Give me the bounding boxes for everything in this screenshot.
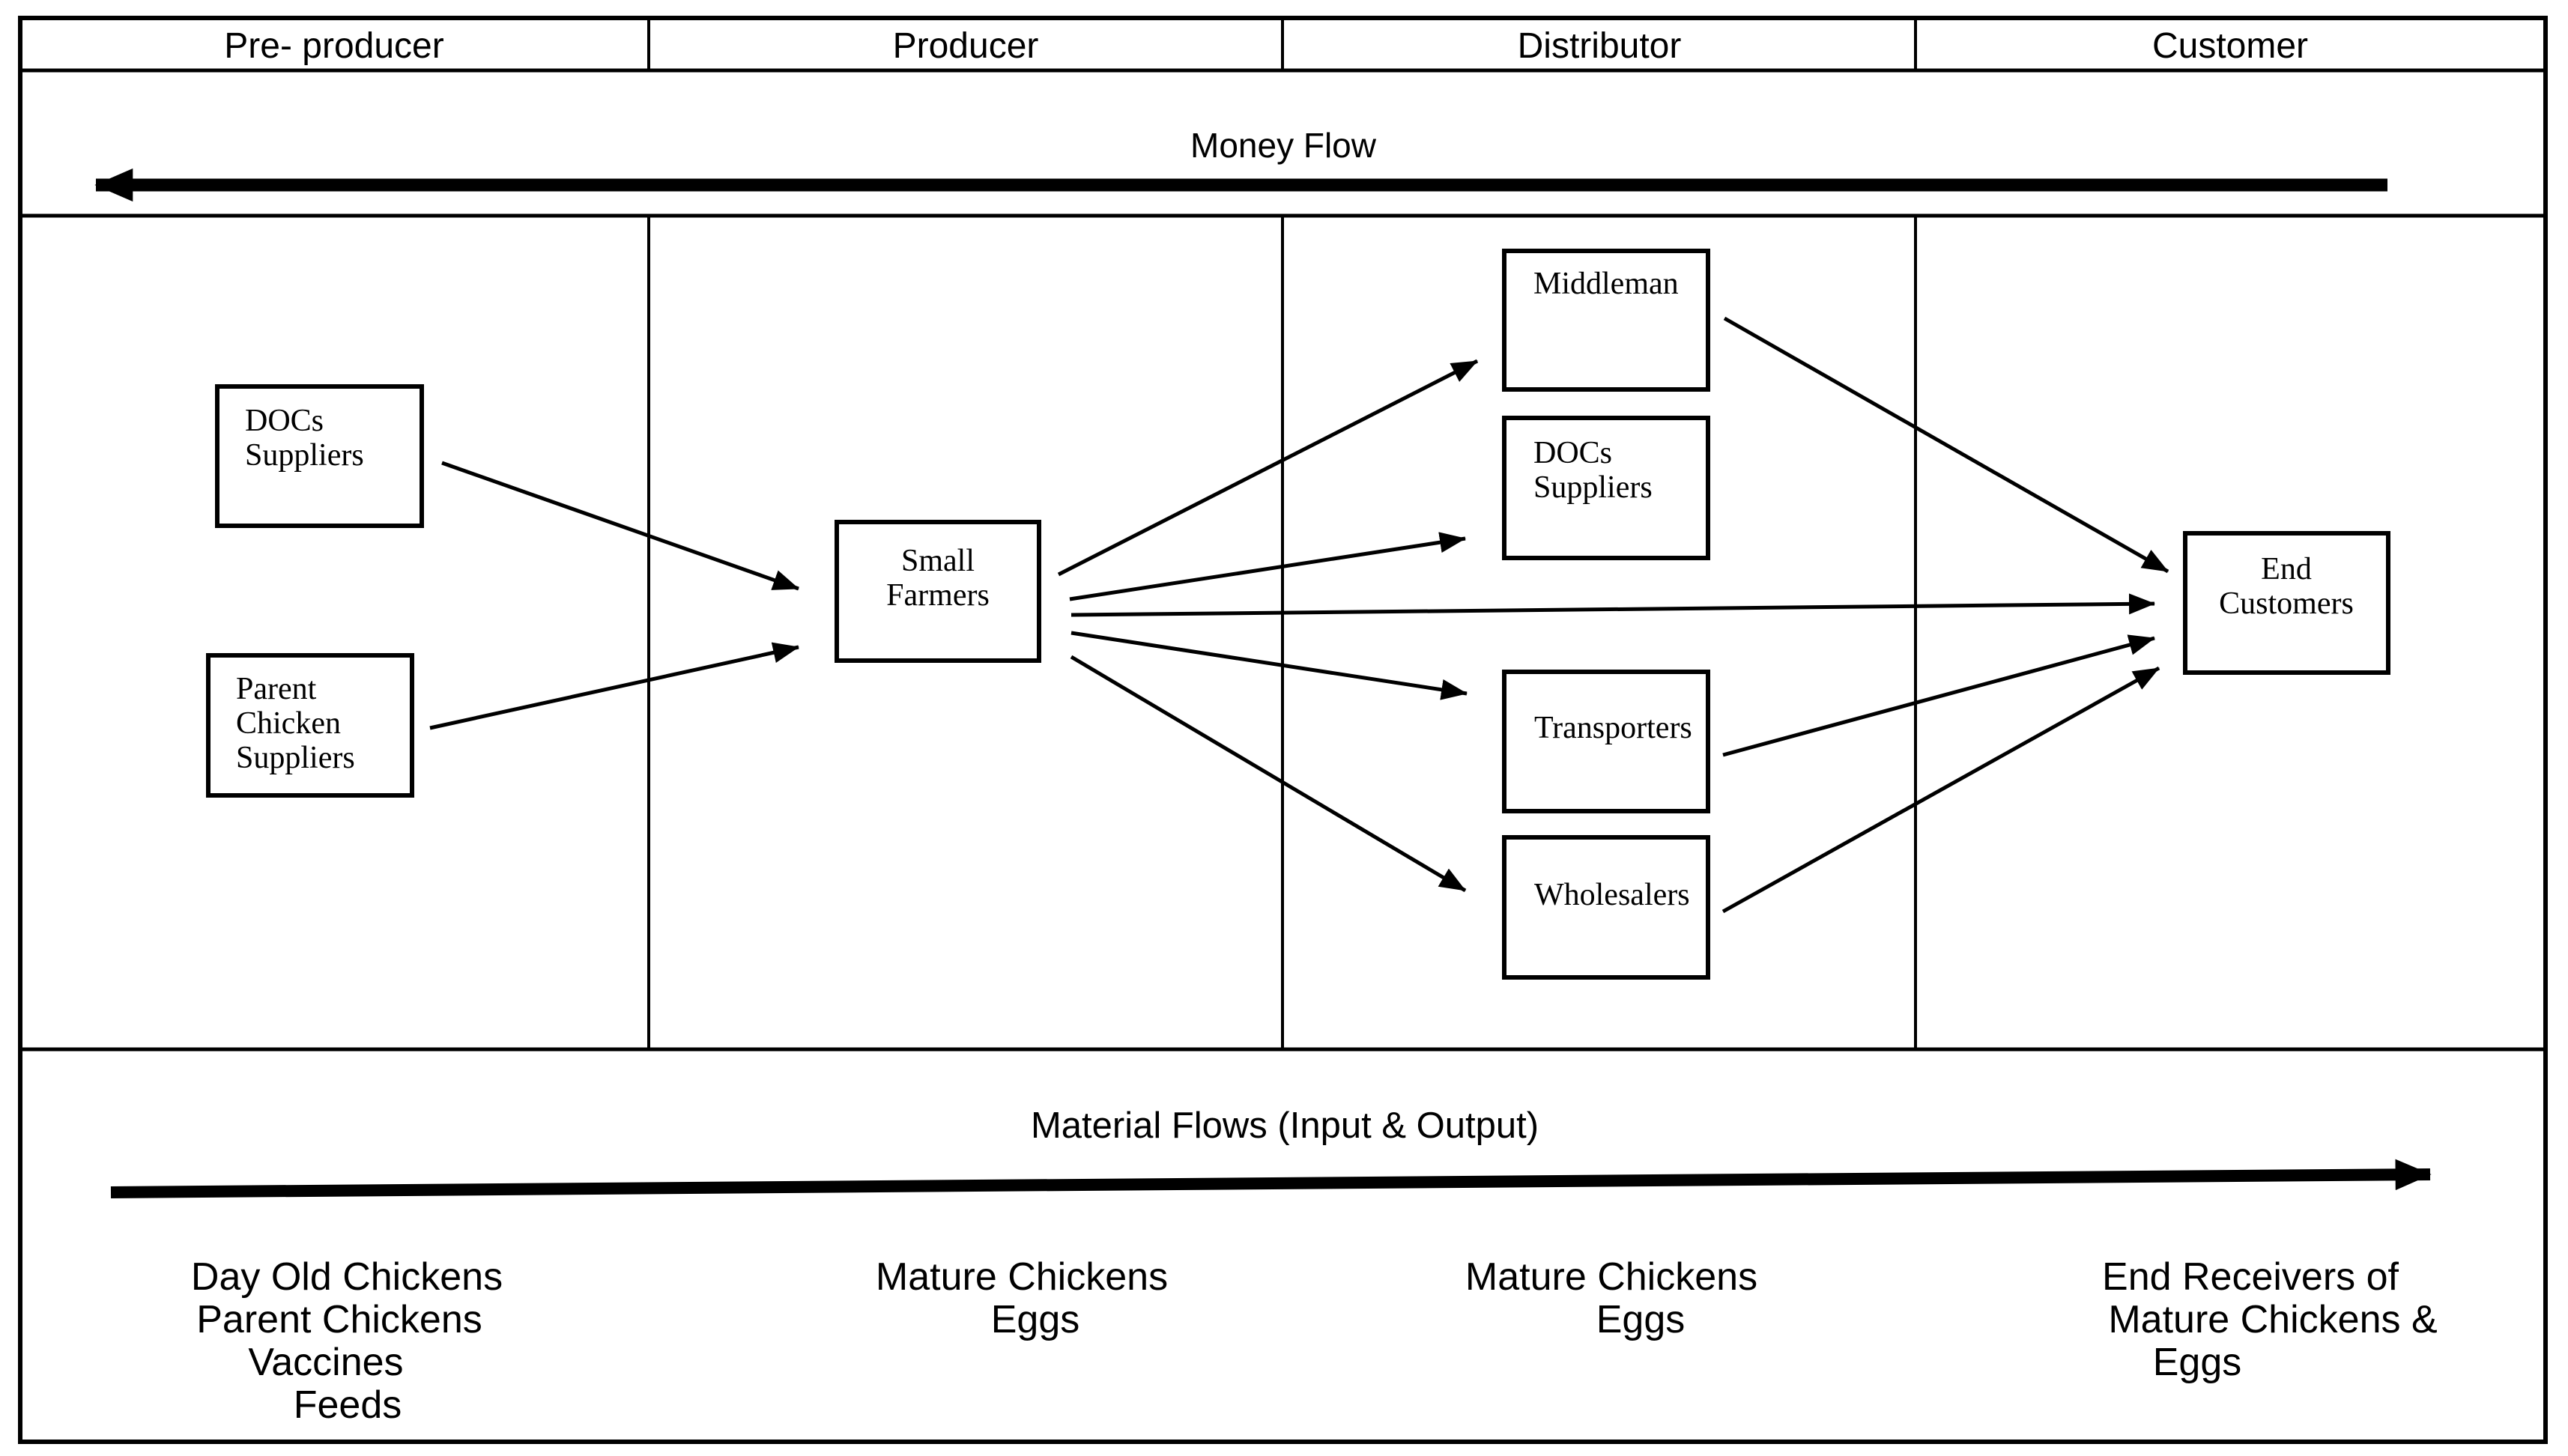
node-label-line: Small [901,544,975,578]
material-flow-arrow [110,1159,2432,1198]
node-parent-chicken-suppliers-box [206,653,414,798]
edge-small-farmers-to-docs-suppliers-dist [1069,532,1466,601]
header-cell-distributor: Distributor [1518,26,1682,66]
bottom-label-line: End Receivers of [2102,1255,2399,1299]
money-flow-label: Money Flow [1190,126,1377,165]
bottom-labels-pre-producer: Day Old Chickens Parent Chickens Vaccine… [191,1255,503,1427]
node-label-line: Wholesalers [1534,878,1690,912]
node-small-farmers-box [835,520,1041,663]
node-middleman-box [1502,249,1710,392]
node-docs-suppliers-pre-box [215,384,424,528]
bottom-label-line: Day Old Chickens [191,1255,503,1299]
node-label-line: Suppliers [1533,470,1653,505]
bottom-label-line: Eggs [991,1298,1080,1341]
edge-wholesalers-to-end-customers [1721,666,2160,914]
edge-transporters-to-end-customers [1722,634,2155,757]
bottom-label-line: Mature Chickens [876,1255,1168,1299]
bottom-label-line: Vaccines [248,1341,403,1384]
bottom-label-line: Parent Chickens [196,1298,482,1341]
bottom-label-line: Feeds [294,1383,402,1427]
bottom-labels-producer: Mature Chickens Eggs [876,1255,1168,1341]
edge-docs-suppliers-pre-to-small-farmers [441,461,799,591]
bottom-label-line: Mature Chickens [1465,1255,1757,1299]
bottom-labels-distributor: Mature Chickens Eggs [1465,1255,1757,1341]
edge-parent-chicken-suppliers-to-small-farmers [429,642,799,730]
node-transporters: Transporters [1502,670,1710,813]
node-docs-suppliers-dist: DOCs Suppliers [1502,416,1710,560]
node-label-line: Suppliers [236,741,355,775]
header-cell-producer: Producer [893,26,1039,66]
header-cell-customer: Customer [2152,26,2308,66]
node-docs-suppliers-pre: DOCs Suppliers [215,384,424,528]
node-label-line: Transporters [1534,711,1692,745]
money-flow-band: Money Flow [94,126,2387,202]
node-middleman: Middleman [1502,249,1710,392]
node-docs-suppliers-dist-box [1502,416,1710,560]
edge-small-farmers-to-transporters [1070,631,1468,700]
node-label-line: DOCs [1533,436,1612,470]
bottom-labels-customer: End Receivers of Mature Chickens & Eggs [2102,1255,2438,1384]
node-transporters-box [1502,670,1710,813]
node-label-line: Parent [236,672,317,706]
header-row: Pre- producer Producer Distributor Custo… [224,26,2308,66]
header-cell-pre-producer: Pre- producer [224,26,443,66]
node-label-line: Middleman [1533,267,1679,301]
node-parent-chicken-suppliers: Parent Chicken Suppliers [206,653,414,798]
bottom-label-line: Mature Chickens & [2108,1298,2437,1341]
node-label-line: Chicken [236,706,341,741]
material-flow-label: Material Flows (Input & Output) [1031,1105,1539,1146]
node-wholesalers: Wholesalers [1502,835,1710,980]
node-small-farmers: Small Farmers [835,520,1041,663]
node-label-line: Customers [2219,586,2354,621]
table-grid [18,16,2548,1444]
edge-small-farmers-to-wholesalers [1070,655,1467,893]
node-end-customers: End Customers [2183,531,2390,675]
bottom-labels: Day Old Chickens Parent Chickens Vaccine… [191,1255,2438,1427]
nodes: DOCs Suppliers Parent Chicken Suppliers … [206,249,2390,980]
node-label-line: Suppliers [245,438,364,473]
edge-middleman-to-end-customers [1723,316,2169,574]
bottom-label-line: Eggs [2153,1341,2242,1384]
node-end-customers-box [2183,531,2390,675]
node-label-line: Farmers [886,578,990,613]
edges [429,316,2169,914]
node-label-line: End [2261,552,2312,586]
bottom-label-line: Eggs [1596,1298,1686,1341]
node-label-line: DOCs [245,404,324,438]
node-wholesalers-box [1502,835,1710,980]
material-flow-band: Material Flows (Input & Output) [110,1105,2432,1198]
edge-small-farmers-to-end-customers [1070,593,2155,617]
edge-small-farmers-to-middleman [1057,359,1479,577]
